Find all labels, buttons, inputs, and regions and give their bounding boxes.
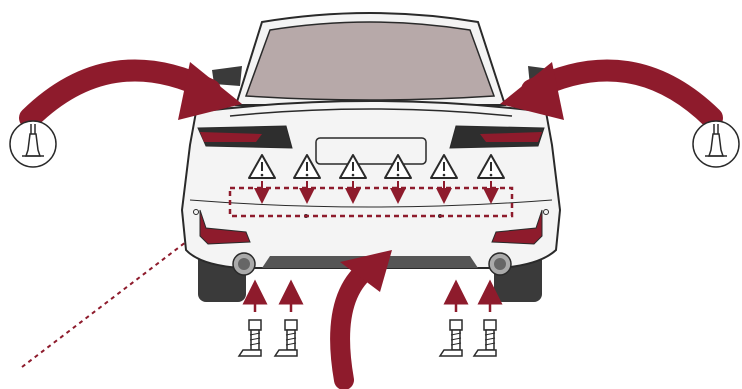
screw-fastener-icon [440,320,462,356]
push-pin-clip-icon [10,121,56,167]
warning-exclamation-dot [352,174,355,177]
screw-fastener-icon [474,320,496,356]
warning-exclamation-dot [306,174,309,177]
warning-exclamation-dot [261,174,264,177]
warning-exclamation-dot [397,174,400,177]
screw-fastener-icon [239,320,261,356]
push-pin-clip-icon [693,121,739,167]
rear-window [246,22,494,100]
curved-arrow-icon [340,270,366,380]
license-plate-recess [316,138,426,164]
fastener-row [239,292,496,356]
right-exhaust-inner [494,258,506,270]
warning-exclamation-dot [490,174,493,177]
left-exhaust-inner [238,258,250,270]
warning-exclamation-dot [443,174,446,177]
screw-fastener-icon [275,320,297,356]
